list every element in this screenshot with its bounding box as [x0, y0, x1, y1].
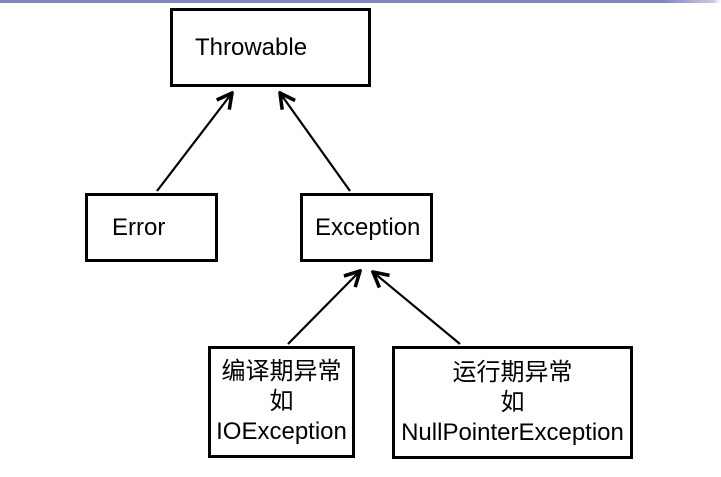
- node-compile-time-label-class: IOException: [216, 418, 347, 445]
- node-runtime-label-cn: 运行期异常: [452, 358, 573, 386]
- node-error-label: Error: [112, 213, 166, 241]
- node-error: Error: [85, 193, 218, 262]
- arrow-error-to-throwable: [156, 93, 232, 192]
- node-runtime-label-eg: 如: [500, 388, 525, 416]
- node-compile-time-exception: 编译期异常 如 IOException: [208, 346, 355, 458]
- slide-top-rule: [0, 0, 721, 3]
- node-exception: Exception: [300, 193, 433, 262]
- node-runtime-exception: 运行期异常 如 NullPointerException: [392, 346, 633, 459]
- node-throwable: Throwable: [170, 8, 371, 87]
- node-runtime-label-class: NullPointerException: [401, 418, 624, 446]
- node-throwable-label: Throwable: [195, 33, 308, 61]
- node-exception-label: Exception: [315, 213, 421, 241]
- arrow-runtime-to-exception: [373, 272, 461, 345]
- node-compile-time-label-cn: 编译期异常: [221, 358, 342, 385]
- node-compile-time-label-eg: 如: [269, 388, 294, 415]
- arrow-compile-to-exception: [287, 271, 360, 345]
- arrow-exception-to-throwable: [280, 93, 351, 192]
